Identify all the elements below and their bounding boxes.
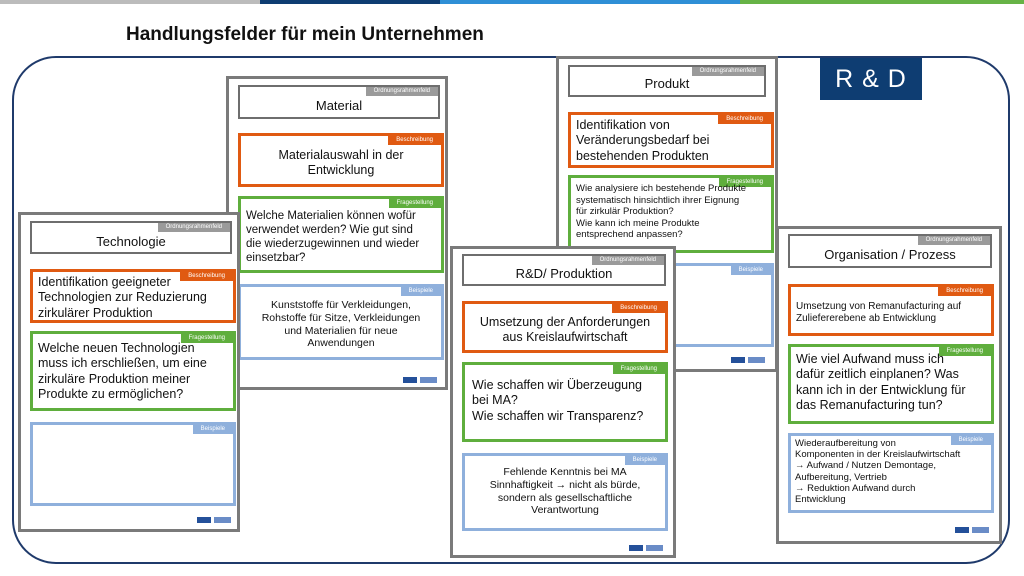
- card-organisation-question-text: Wie viel Aufwand muss ich dafür zeitlich…: [796, 352, 966, 412]
- card-material-examples: Beispiele Kunststoffe für Verkleidungen,…: [238, 284, 444, 360]
- card-material-header: Ordnungsrahmenfeld Material: [238, 85, 440, 119]
- framework-tag: Ordnungsrahmenfeld: [591, 256, 664, 265]
- card-organisation-examples-text: Wiederaufbereitung von Komponenten in de…: [795, 438, 961, 506]
- framework-tag: Ordnungsrahmenfeld: [157, 223, 230, 232]
- card-technologie: Ordnungsrahmenfeld Technologie Beschreib…: [18, 212, 240, 532]
- footer-logo: [955, 527, 989, 533]
- card-rd-produktion-header: Ordnungsrahmenfeld R&D/ Produktion: [462, 254, 666, 286]
- question-tag: Fragestellung: [938, 347, 991, 356]
- card-rd-produktion-description: Beschreibung Umsetzung der Anforderungen…: [462, 301, 668, 353]
- description-tag: Beschreibung: [180, 272, 233, 281]
- examples-tag: Beispiele: [950, 436, 991, 445]
- card-produkt-description: Beschreibung Identifikation von Veränder…: [568, 112, 774, 168]
- question-tag: Fragestellung: [612, 365, 665, 374]
- card-produkt-header: Ordnungsrahmenfeld Produkt: [568, 65, 766, 97]
- framework-tag: Ordnungsrahmenfeld: [365, 87, 438, 96]
- card-produkt-question-text: Wie analysiere ich bestehende Produkte s…: [576, 183, 747, 241]
- card-technologie-question: Fragestellung Welche neuen Technologien …: [30, 331, 236, 411]
- content-frame: [12, 56, 1010, 564]
- page-title: Handlungsfelder für mein Unternehmen: [126, 24, 484, 45]
- card-technologie-title: Technologie: [96, 234, 166, 249]
- card-organisation-header: Ordnungsrahmenfeld Organisation / Prozes…: [788, 234, 992, 268]
- card-technologie-header: Ordnungsrahmenfeld Technologie: [30, 221, 232, 254]
- card-material-description: Beschreibung Materialauswahl in der Entw…: [238, 133, 444, 187]
- framework-tag: Ordnungsrahmenfeld: [917, 236, 990, 245]
- card-organisation-examples: Beispiele Wiederaufbereitung von Kompone…: [788, 433, 994, 513]
- card-rd-produktion-description-text: Umsetzung der Anforderungen aus Kreislau…: [479, 315, 651, 345]
- examples-tag: Beispiele: [192, 425, 233, 434]
- examples-tag: Beispiele: [730, 266, 771, 275]
- card-organisation-question: Fragestellung Wie viel Aufwand muss ich …: [788, 344, 994, 424]
- card-rd-produktion: Ordnungsrahmenfeld R&D/ Produktion Besch…: [450, 246, 676, 558]
- top-bar-green: [740, 0, 1024, 4]
- card-technologie-description-text: Identifikation geeigneter Technologien z…: [38, 275, 207, 320]
- footer-logo: [731, 357, 765, 363]
- card-technologie-description: Beschreibung Identifikation geeigneter T…: [30, 269, 236, 323]
- description-tag: Beschreibung: [718, 115, 771, 124]
- rd-label-box: R & D: [820, 58, 922, 100]
- examples-tag: Beispiele: [624, 456, 665, 465]
- card-produkt-question: Fragestellung Wie analysiere ich bestehe…: [568, 175, 774, 253]
- card-rd-produktion-question-text: Wie schaffen wir Überzeugung bei MA? Wie…: [472, 378, 644, 423]
- card-material: Ordnungsrahmenfeld Material Beschreibung…: [226, 76, 448, 390]
- card-material-title: Material: [315, 98, 363, 113]
- card-organisation-title: Organisation / Prozess: [824, 247, 956, 262]
- top-bar-navy: [260, 0, 440, 4]
- footer-logo: [403, 377, 437, 383]
- top-color-bar: [0, 0, 1024, 4]
- footer-logo: [197, 517, 231, 523]
- card-rd-produktion-title: R&D/ Produktion: [515, 266, 613, 281]
- question-tag: Fragestellung: [388, 199, 441, 208]
- card-rd-produktion-question: Fragestellung Wie schaffen wir Überzeugu…: [462, 362, 668, 442]
- description-tag: Beschreibung: [388, 136, 441, 145]
- card-rd-produktion-examples: Beispiele Fehlende Kenntnis bei MA Sinnh…: [462, 453, 668, 531]
- card-organisation-description: Beschreibung Umsetzung von Remanufacturi…: [788, 284, 994, 336]
- card-technologie-examples: Beispiele: [30, 422, 236, 506]
- examples-tag: Beispiele: [400, 287, 441, 296]
- top-bar-gray: [0, 0, 260, 4]
- card-produkt-description-text: Identifikation von Veränderungsbedarf be…: [576, 118, 710, 163]
- question-tag: Fragestellung: [718, 178, 771, 187]
- card-produkt-title: Produkt: [644, 76, 690, 91]
- footer-logo: [629, 545, 663, 551]
- card-technologie-question-text: Welche neuen Technologien muss ich ersch…: [38, 341, 207, 401]
- card-organisation: Ordnungsrahmenfeld Organisation / Prozes…: [776, 226, 1002, 544]
- card-material-examples-text: Kunststoffe für Verkleidungen, Rohstoffe…: [261, 299, 421, 350]
- top-bar-blue: [440, 0, 740, 4]
- description-tag: Beschreibung: [938, 287, 991, 296]
- card-material-question: Fragestellung Welche Materialien können …: [238, 196, 444, 273]
- description-tag: Beschreibung: [612, 304, 665, 313]
- card-material-question-text: Welche Materialien können wofür verwende…: [246, 210, 420, 265]
- framework-tag: Ordnungsrahmenfeld: [691, 67, 764, 76]
- card-organisation-description-text: Umsetzung von Remanufacturing auf Zulief…: [796, 301, 962, 325]
- question-tag: Fragestellung: [180, 334, 233, 343]
- card-material-description-text: Materialauswahl in der Entwicklung: [278, 148, 404, 178]
- card-rd-produktion-examples-text: Fehlende Kenntnis bei MA Sinnhaftigkeit …: [489, 466, 641, 517]
